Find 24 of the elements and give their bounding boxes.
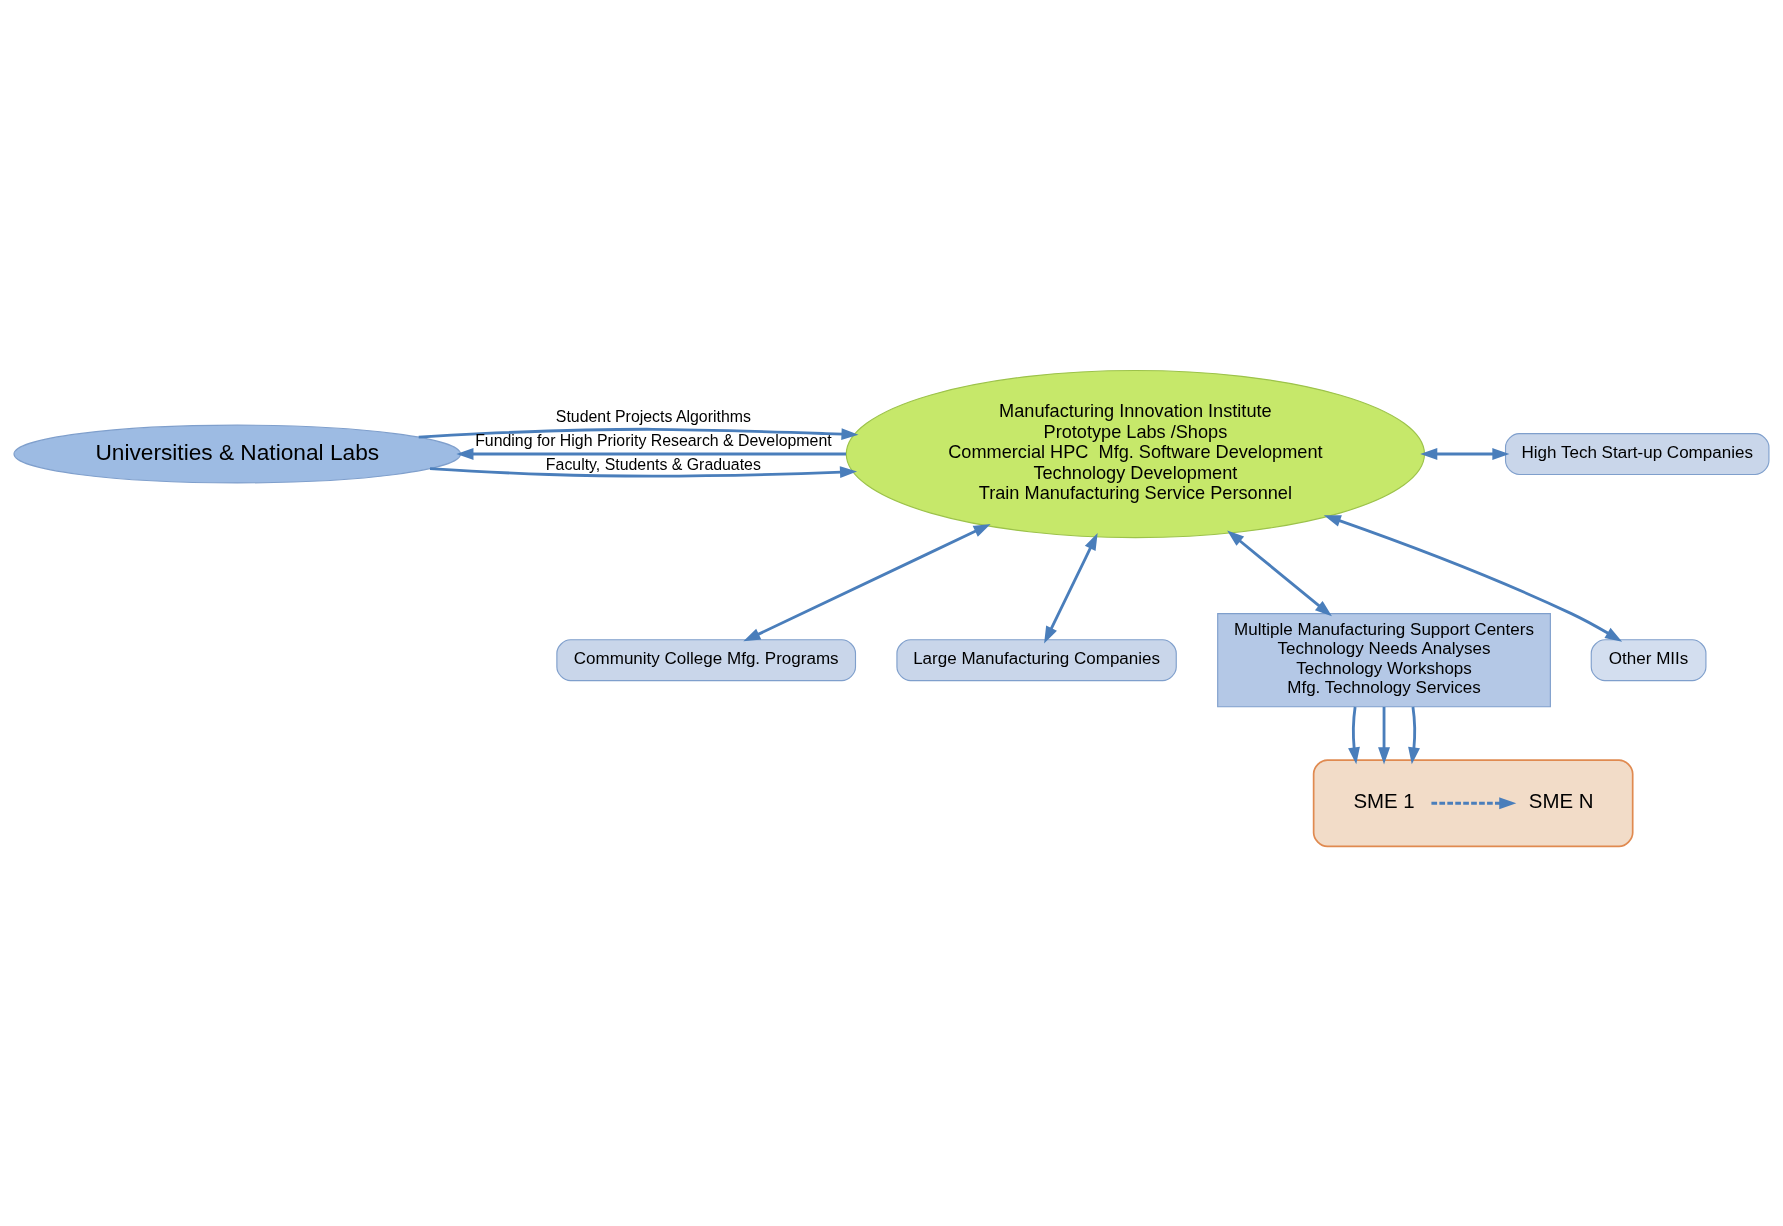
node-text: SME N bbox=[1528, 790, 1594, 813]
arrow bbox=[1431, 797, 1517, 810]
node-box: Community College Mfg. Programs bbox=[556, 639, 857, 682]
arrow bbox=[1323, 515, 1623, 642]
node-box: Multiple Manufacturing Support Centers Technology Needs Analyses Technology Workshops Mfg. Technology Services bbox=[1217, 613, 1551, 708]
node-text: SME 1 bbox=[1353, 790, 1415, 813]
node-ellipse: Universities & National Labs bbox=[13, 424, 462, 484]
arrow bbox=[1227, 530, 1332, 617]
cluster bbox=[1312, 759, 1634, 848]
arrow bbox=[1408, 706, 1420, 765]
edge-label: Student Projects Algorithms bbox=[555, 408, 751, 426]
arrow bbox=[743, 523, 991, 642]
arrow bbox=[1044, 533, 1098, 644]
arrow bbox=[418, 427, 859, 441]
arrow bbox=[1348, 706, 1360, 765]
edge-label: Funding for High Priority Research & Development bbox=[475, 432, 832, 450]
node-box: Other MIIs bbox=[1590, 639, 1707, 682]
arrow bbox=[429, 466, 858, 479]
arrow bbox=[1420, 448, 1510, 460]
node-box: High Tech Start-up Companies bbox=[1504, 433, 1770, 476]
edge-label: Faculty, Students & Graduates bbox=[545, 456, 761, 474]
node-box: Large Manufacturing Companies bbox=[896, 639, 1177, 682]
arrow bbox=[1378, 707, 1390, 765]
arrow bbox=[456, 448, 846, 460]
